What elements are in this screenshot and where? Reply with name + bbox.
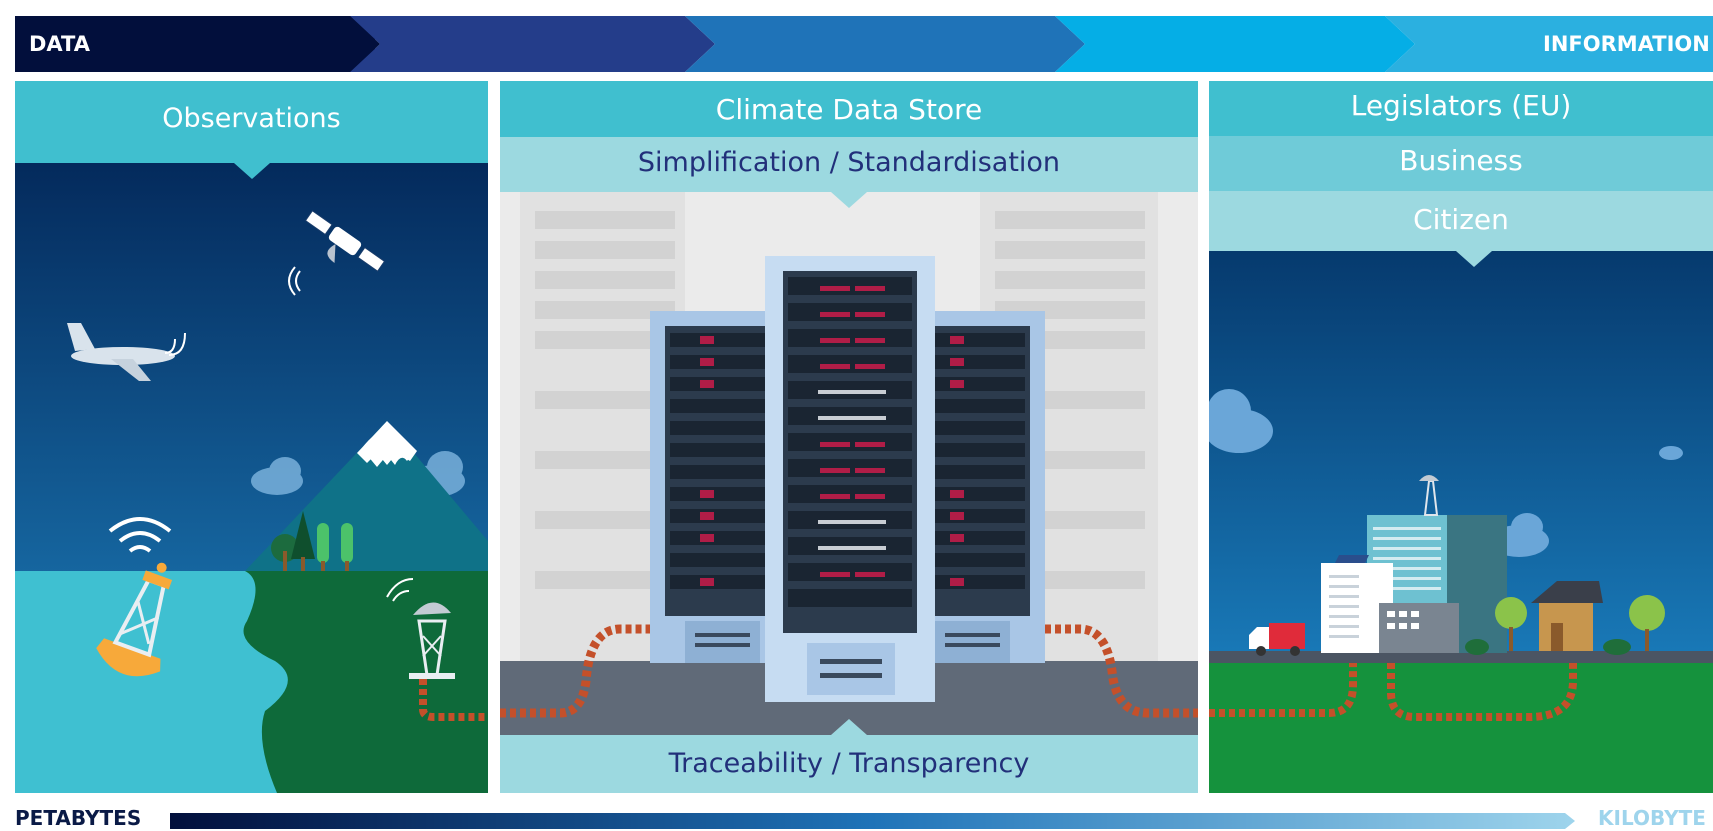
server-rack-icon [900, 311, 1045, 663]
data-pipe [1045, 624, 1198, 718]
petabytes-to-kilobyte-arrow [170, 813, 1575, 829]
trees-icon [271, 511, 353, 573]
legislators-label: Legislators (EU) [1350, 89, 1572, 122]
climate-data-store-panel: Climate Data Store Simplification / Stan… [500, 81, 1198, 793]
cds-subtitle-band [500, 137, 1198, 192]
data-label: DATA [29, 32, 91, 56]
observations-illustration [15, 163, 488, 793]
data-to-information-chevron-bar [15, 16, 1713, 72]
server-rack-icon [765, 256, 935, 702]
chevron-segment-2 [350, 16, 715, 72]
trees-icon [1465, 595, 1665, 655]
petabytes-label: PETABYTES [15, 806, 142, 830]
data-pipe [500, 624, 660, 718]
data-pipe [1387, 663, 1577, 721]
airplane-icon [67, 323, 186, 381]
truck-icon [1249, 623, 1305, 656]
cds-title: Climate Data Store [715, 93, 983, 126]
citizen-label: Citizen [1413, 203, 1509, 236]
footer-notch [831, 719, 867, 735]
chevron-segment-5 [1385, 16, 1713, 72]
information-label: INFORMATION [1543, 32, 1710, 56]
observations-panel: Observations [15, 81, 488, 793]
city-illustration [1209, 251, 1713, 793]
citizen-band [1209, 191, 1713, 251]
kilobyte-label: KILOBYTE [1598, 806, 1706, 830]
citizen-notch [1456, 251, 1492, 267]
data-centre-illustration [500, 191, 1198, 793]
subtitle-notch [831, 192, 867, 208]
data-pipe [1209, 663, 1357, 717]
satellite-icon [304, 210, 386, 272]
observations-header [15, 81, 488, 163]
cds-footer-band [500, 735, 1198, 793]
data-pipe [419, 679, 488, 721]
cds-footer: Traceability / Transparency [668, 748, 1030, 779]
server-rack-icon [650, 311, 795, 663]
chevron-segment-3 [685, 16, 1085, 72]
business-label: Business [1399, 144, 1523, 177]
house-icon [1531, 581, 1603, 651]
chevron-segment-4 [1055, 16, 1415, 72]
buoy-icon [96, 562, 173, 677]
cds-header [500, 81, 1198, 137]
header-notch [234, 163, 270, 179]
city-icon [1321, 475, 1507, 653]
users-panel: Legislators (EU) Business Citizen [1209, 81, 1713, 793]
business-band [1209, 136, 1713, 191]
cds-subtitle: Simplification / Standardisation [637, 147, 1061, 178]
legislators-band [1209, 81, 1713, 136]
signal-icon [108, 517, 172, 553]
weather-station-icon [386, 578, 455, 679]
observations-title: Observations [162, 103, 341, 134]
